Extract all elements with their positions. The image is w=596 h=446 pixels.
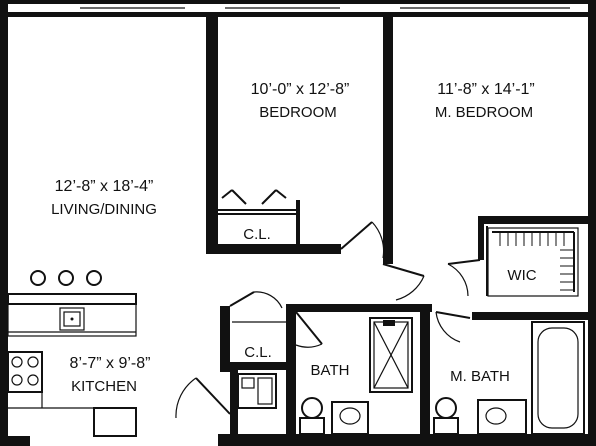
fridge-icon	[93, 407, 137, 437]
interior-walls	[206, 14, 588, 436]
master-bath-label: M. BATH	[450, 368, 510, 385]
hall-closet: C.L.	[232, 321, 286, 409]
living-label: LIVING/DINING	[51, 201, 157, 218]
kitchen-label: KITCHEN	[71, 378, 137, 395]
master-bedroom-dimensions: 11’-8” x 14’-1”	[437, 81, 535, 98]
stool-icon	[30, 270, 46, 286]
hall-closet-label: C.L.	[244, 344, 272, 361]
wic-label: WIC	[507, 267, 536, 284]
shower-icon	[369, 317, 413, 393]
toilet-icon	[301, 397, 323, 419]
bedroom-dimensions: 10’-0” x 12’-8”	[251, 81, 350, 98]
room-labels: 10’-0” x 12’-8” BEDROOM 11’-8” x 14’-1” …	[51, 81, 537, 395]
bath-fixtures	[299, 317, 413, 435]
master-vanity-icon	[477, 399, 527, 435]
master-bath-fixtures	[433, 321, 585, 435]
kitchen-sink-icon	[59, 307, 85, 331]
kitchen-fixtures	[7, 270, 137, 437]
bedroom-label: BEDROOM	[259, 104, 337, 121]
master-bedroom-label: M. BEDROOM	[435, 104, 533, 121]
living-dimensions: 12’-8” x 18’-4”	[55, 178, 154, 195]
stool-icon	[58, 270, 74, 286]
wic-shelving	[487, 227, 579, 297]
closet-label: C.L.	[243, 226, 271, 243]
kitchen-dimensions: 8’-7” x 9’-8”	[70, 355, 151, 372]
bedroom-closet: C.L.	[218, 189, 298, 243]
bath-label: BATH	[311, 362, 350, 379]
master-toilet-icon	[435, 397, 457, 419]
bath-vanity-icon	[331, 401, 369, 435]
washer-icon	[237, 373, 277, 409]
stool-icon	[86, 270, 102, 286]
bathtub-icon	[531, 321, 585, 435]
doors	[175, 221, 481, 419]
